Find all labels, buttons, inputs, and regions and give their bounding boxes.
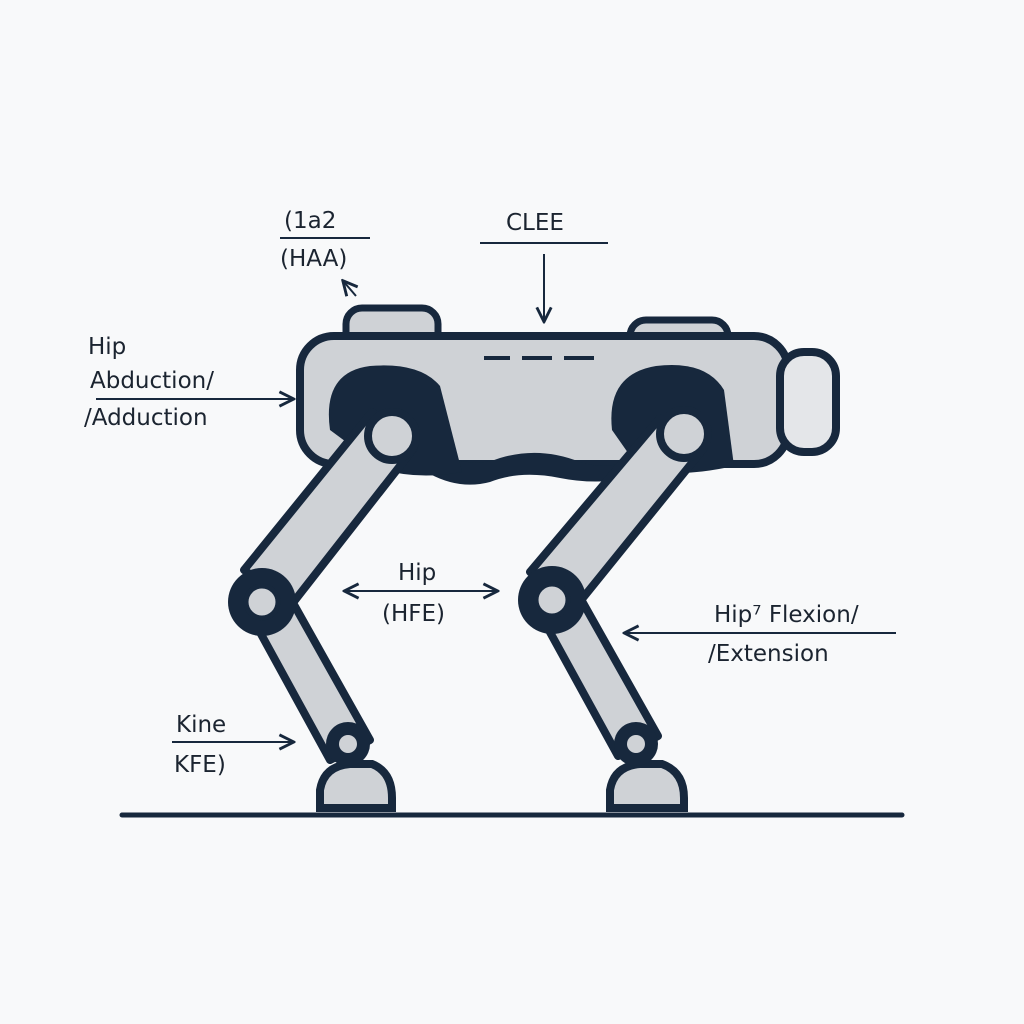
rear-leg <box>518 406 712 812</box>
label-hfe-line1: Hip <box>398 560 436 586</box>
label-kfe-line2: KFE) <box>174 752 226 778</box>
label-hip-flex-line1: Hip⁷ Flexion/ <box>714 602 859 628</box>
label-hip-abd-line2: Abduction/ <box>90 368 214 394</box>
label-hfe-line2: (HFE) <box>382 601 445 627</box>
label-haa-code: (1a2 <box>284 208 336 234</box>
label-haa: (HAA) <box>280 246 347 272</box>
front-hip-joint <box>364 408 420 464</box>
label-hip-abd-line3: /Adduction <box>84 405 208 431</box>
arrow-haa <box>344 282 356 297</box>
label-kfe-line1: Kine <box>176 712 226 738</box>
label-top-center: CLEE <box>506 210 564 236</box>
label-hip-flex-line2: /Extension <box>708 641 829 667</box>
rear-hip-joint <box>656 406 712 462</box>
front-leg <box>228 408 420 812</box>
label-hip-abd-line1: Hip <box>88 334 126 360</box>
